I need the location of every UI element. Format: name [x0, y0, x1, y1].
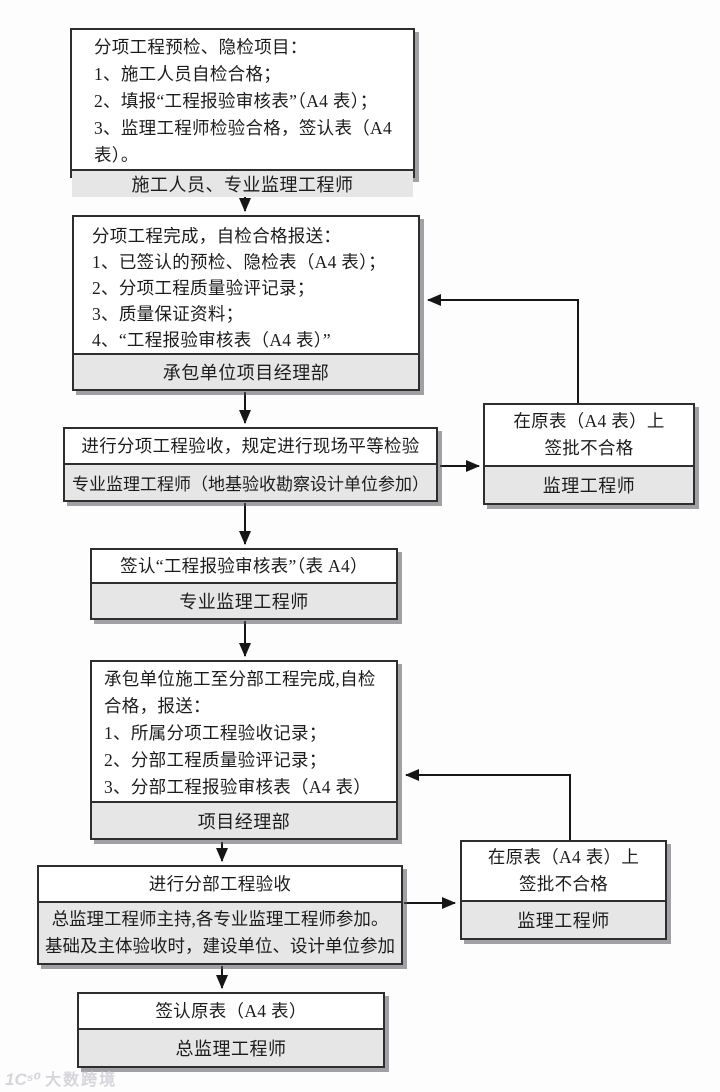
- box-footer-role: 项目经理部: [92, 801, 396, 838]
- watermark: 1C⁵⁰ 大数跨境: [5, 1066, 117, 1090]
- box-text-line: 3、监理工程师检验合格，签认表（A4 表）。: [94, 118, 393, 165]
- box-body: 进行分部工程验收: [39, 867, 401, 901]
- box-body: 分项工程预检、隐检项目： 1、施工人员自检合格； 2、填报“工程报验审核表”（A…: [72, 30, 413, 169]
- arrow-reject1-back-to-box2: [427, 294, 579, 404]
- box-footer-role: 专业监理工程师（地基验收勘察设计单位参加）: [65, 463, 436, 500]
- box-text-line: 3、分部工程报验审核表（A4 表）: [104, 777, 372, 797]
- box-text-line: 1、已签认的预检、隐检表（A4 表）；: [92, 252, 386, 272]
- flow-box-subitem-precheck: 分项工程预检、隐检项目： 1、施工人员自检合格； 2、填报“工程报验审核表”（A…: [70, 28, 415, 197]
- flow-box-subitem-complete-submit: 分项工程完成，自检合格报送： 1、已签认的预检、隐检表（A4 表）； 2、分项工…: [72, 215, 420, 391]
- flow-box-division-complete-submit: 承包单位施工至分部工程完成,自检合格，报送： 1、所属分项工程验收记录； 2、分…: [90, 660, 398, 840]
- box-footer-role: 总监理工程师: [79, 1028, 383, 1066]
- flow-box-subitem-acceptance: 进行分项工程验收，规定进行现场平等检验 专业监理工程师（地基验收勘察设计单位参加…: [63, 427, 438, 502]
- box-text-line: 签批不合格: [544, 438, 634, 458]
- box-text-line: 签认原表（A4 表）: [155, 1000, 307, 1021]
- box-text-line: 分项工程预检、隐检项目：: [94, 37, 308, 57]
- watermark-text: 大数跨境: [45, 1072, 118, 1089]
- box-text-line: 2、填报“工程报验审核表”（A4 表）；: [94, 91, 378, 111]
- watermark-logo-icon: 1C⁵⁰: [5, 1070, 42, 1089]
- arrow-reject2-back-to-box5: [405, 769, 571, 841]
- box-text-line: 在原表（A4 表）上: [487, 847, 640, 867]
- box-text-line: 2、分部工程质量验评记录；: [104, 750, 327, 770]
- box-text-line: 1、施工人员自检合格；: [94, 64, 282, 84]
- box-body: 在原表（A4 表）上 签批不合格: [462, 842, 665, 900]
- flow-box-sign-review-form: 签认“工程报验审核表”（表 A4） 专业监理工程师: [90, 548, 398, 620]
- box-footer-role: 承包单位项目经理部: [74, 353, 418, 389]
- box-text-line: 在原表（A4 表）上: [513, 411, 665, 431]
- box-text-line: 进行分项工程验收，规定进行现场平等检验: [81, 435, 420, 456]
- box-body: 进行分项工程验收，规定进行现场平等检验: [65, 429, 436, 463]
- flow-box-sign-original-form: 签认原表（A4 表） 总监理工程师: [77, 992, 385, 1068]
- box-footer-role: 施工人员、专业监理工程师: [72, 169, 413, 197]
- flow-box-reject-2: 在原表（A4 表）上 签批不合格 监理工程师: [460, 840, 667, 940]
- box-text-line: 2、分项工程质量验评记录；: [92, 278, 315, 298]
- box-footer-role: 监理工程师: [485, 465, 693, 503]
- box-text-line: 进行分部工程验收: [148, 873, 292, 894]
- box-body: 在原表（A4 表）上 签批不合格: [485, 405, 693, 465]
- box-text-line: 签批不合格: [519, 874, 608, 894]
- box-footer-role: 专业监理工程师: [92, 582, 396, 618]
- box-body: 承包单位施工至分部工程完成,自检合格，报送： 1、所属分项工程验收记录； 2、分…: [92, 662, 396, 801]
- flow-box-reject-1: 在原表（A4 表）上 签批不合格 监理工程师: [483, 403, 695, 505]
- box-footer-role: 监理工程师: [462, 900, 665, 938]
- box-text-line: 承包单位施工至分部工程完成,自检合格，报送：: [104, 669, 376, 716]
- box-body: 分项工程完成，自检合格报送： 1、已签认的预检、隐检表（A4 表）； 2、分项工…: [74, 217, 418, 353]
- box-body: 签认“工程报验审核表”（表 A4）: [92, 550, 396, 582]
- box-text-line: 3、质量保证资料；: [92, 304, 244, 324]
- box-text-line: 分项工程完成，自检合格报送：: [92, 226, 342, 246]
- box-body: 签认原表（A4 表）: [79, 994, 383, 1028]
- box-footer-role: 总监理工程师主持,各专业监理工程师参加。基础及主体验收时，建设单位、设计单位参加: [39, 901, 401, 963]
- flow-box-division-acceptance: 进行分部工程验收 总监理工程师主持,各专业监理工程师参加。基础及主体验收时，建设…: [37, 865, 403, 965]
- box-text-line: 签认“工程报验审核表”（表 A4）: [120, 555, 368, 576]
- box-text-line: 1、所属分项工程验收记录；: [104, 723, 327, 743]
- box-text-line: 4、“工程报验审核表（A4 表）”: [92, 330, 331, 350]
